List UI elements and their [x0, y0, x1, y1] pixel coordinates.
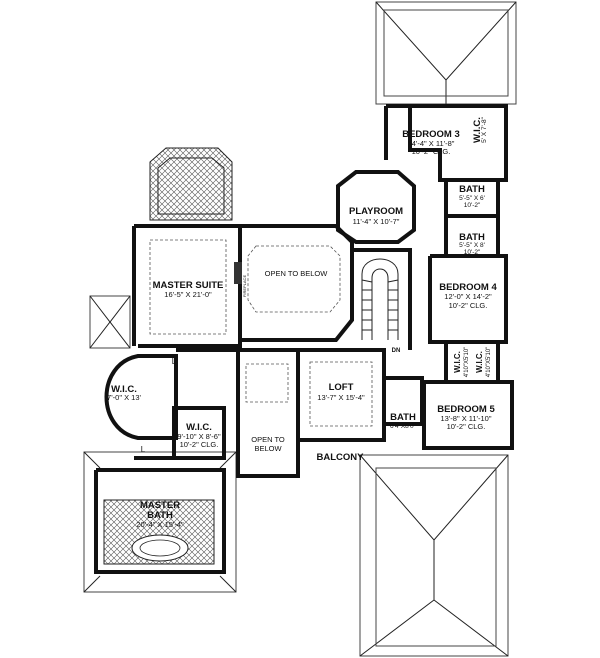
linen-label-1: L [172, 357, 177, 366]
bedroom3-dims: 14'-4" X 11'-8" [408, 139, 455, 148]
wic-master-dims: 7'-0" X 13' [107, 393, 141, 402]
ceiling-outlines [149, 239, 373, 427]
wic-bed4-a-dims: 4'10"X5'10" [464, 347, 470, 378]
open-below-2-name2: BELOW [254, 444, 282, 453]
fireplace-icon [234, 262, 242, 284]
wic-master-name: W.I.C. [111, 384, 137, 395]
wic-bed3-name: W.I.C. [472, 117, 483, 143]
master-suite-name: MASTER SUITE [153, 280, 224, 291]
playroom-dims: 11'-4" X 10'-7" [353, 217, 400, 226]
wic-bed4-b-dims: 4'10"X5'10" [486, 347, 492, 378]
wic-2-ceiling: 10'-2" CLG. [180, 440, 219, 449]
wic-bed4-a-name: W.I.C. [453, 351, 462, 373]
roof-top-right [375, 1, 517, 105]
bath-a-name: BATH [459, 184, 485, 195]
room-labels: BEDROOM 3 14'-4" X 11'-8" 10'-2" CLG. W.… [107, 116, 497, 529]
bedroom3-ceiling: 10'-2" CLG. [412, 147, 451, 156]
linen-label-2: L [141, 445, 146, 454]
bedroom4-name: BEDROOM 4 [439, 282, 497, 293]
bedroom3-name: BEDROOM 3 [402, 129, 460, 140]
wic-2-name: W.I.C. [186, 422, 212, 433]
master-bath-dims: 20'-4" X 15'-4" [136, 520, 184, 529]
wic-bed3-dims: 5' X 7'-8" [481, 116, 488, 142]
bath-a-dims: 5'-5" X 6' [459, 195, 485, 202]
bath-b-dims: 5'-5" X 8' [459, 242, 485, 249]
open-below-2-name: OPEN TO [251, 435, 285, 444]
fireplace-label: FIREPLACE [242, 275, 247, 298]
bay-window-top [149, 147, 233, 221]
master-bath-name: MASTER [140, 500, 180, 511]
wic-2-dims: 9'-10" X 8'-6" [177, 432, 221, 441]
bedroom4-ceiling: 10'-2" CLG. [449, 301, 488, 310]
bedroom4-dims: 12'-0" X 14'-2" [444, 292, 492, 301]
stair-down-label: DN [392, 348, 401, 354]
playroom-name: PLAYROOM [349, 206, 403, 217]
wic-bed4-b-name: W.I.C. [475, 351, 484, 373]
open-below-1-name: OPEN TO BELOW [265, 269, 329, 278]
roof-bottom-right [359, 454, 509, 657]
walls [94, 104, 514, 574]
master-suite-dims: 16'-5" X 21'-0" [164, 290, 212, 299]
master-bath-name2: BATH [147, 510, 173, 521]
balcony-name: BALCONY [317, 452, 365, 463]
bath-a-ceiling: 10'-2" [464, 202, 481, 209]
bedroom5-name: BEDROOM 5 [437, 404, 495, 415]
loft-dims: 13'-7" X 15'-4" [317, 393, 365, 402]
master-bath-tub [103, 499, 215, 565]
bath-b-ceiling: 10'-2" [464, 249, 481, 256]
bedroom5-dims: 13'-8" X 11'-10" [441, 414, 492, 423]
staircase [361, 258, 399, 340]
bath-b-name: BATH [459, 232, 485, 243]
roof-left-small [89, 295, 131, 349]
bedroom5-ceiling: 10'-2" CLG. [447, 422, 486, 431]
bath-c-dims: 6'4"X8'0" [390, 423, 417, 430]
loft-name: LOFT [329, 382, 354, 393]
bath-c-name: BATH [390, 412, 416, 423]
